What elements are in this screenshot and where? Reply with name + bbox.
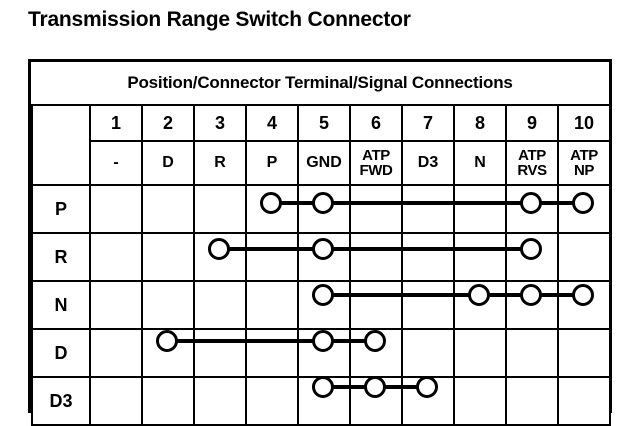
cell-R-4	[245, 232, 299, 282]
cell-R-7	[401, 232, 455, 282]
cell-N-5	[297, 280, 351, 330]
cell-P-3	[193, 184, 247, 234]
position-label-R: R	[31, 232, 91, 282]
cell-N-9	[505, 280, 559, 330]
cell-P-7	[401, 184, 455, 234]
cell-D-7	[401, 328, 455, 378]
terminal-number-10: 10	[557, 104, 611, 142]
cell-P-9	[505, 184, 559, 234]
cell-D3-4	[245, 376, 299, 426]
cell-P-2	[141, 184, 195, 234]
cell-D3-10	[557, 376, 611, 426]
terminal-number-5: 5	[297, 104, 351, 142]
page-title: Transmission Range Switch Connector	[28, 8, 411, 31]
cell-D-1	[89, 328, 143, 378]
table-caption: Position/Connector Terminal/Signal Conne…	[127, 73, 513, 92]
signal-name-terminal-8: N	[453, 140, 507, 186]
terminal-number-7: 7	[401, 104, 455, 142]
cell-R-3	[193, 232, 247, 282]
signal-line-2: NP	[573, 162, 595, 179]
cell-D3-2	[141, 376, 195, 426]
cell-R-9	[505, 232, 559, 282]
cell-N-1	[89, 280, 143, 330]
cell-N-8	[453, 280, 507, 330]
table-row: P	[31, 184, 611, 234]
signal-name-terminal-5: GND	[297, 140, 351, 186]
terminal-number-4: 4	[245, 104, 299, 142]
cell-P-10	[557, 184, 611, 234]
table-row: N	[31, 280, 611, 330]
position-label-D: D	[31, 328, 91, 378]
cell-N-3	[193, 280, 247, 330]
cell-D-8	[453, 328, 507, 378]
position-label-D3: D3	[31, 376, 91, 426]
cell-D-5	[297, 328, 351, 378]
table-row: R	[31, 232, 611, 282]
corner-blank-top	[31, 104, 91, 186]
terminal-number-1: 1	[89, 104, 143, 142]
cell-D3-3	[193, 376, 247, 426]
terminal-number-9: 9	[505, 104, 559, 142]
signal-line-1: ATP	[518, 147, 546, 164]
cell-R-1	[89, 232, 143, 282]
cell-D3-8	[453, 376, 507, 426]
cell-D3-9	[505, 376, 559, 426]
terminal-number-3: 3	[193, 104, 247, 142]
terminal-number-6: 6	[349, 104, 403, 142]
cell-P-6	[349, 184, 403, 234]
cell-N-6	[349, 280, 403, 330]
signal-name-terminal-2: D	[141, 140, 195, 186]
terminal-number-2: 2	[141, 104, 195, 142]
cell-D-3	[193, 328, 247, 378]
cell-R-5	[297, 232, 351, 282]
signal-name-terminal-7: D3	[401, 140, 455, 186]
position-label-N: N	[31, 280, 91, 330]
cell-R-2	[141, 232, 195, 282]
cell-D-6	[349, 328, 403, 378]
cell-P-5	[297, 184, 351, 234]
signal-line-1: ATP	[362, 147, 390, 164]
cell-D3-7	[401, 376, 455, 426]
cell-R-6	[349, 232, 403, 282]
cell-D-9	[505, 328, 559, 378]
transmission-range-switch-table: Position/Connector Terminal/Signal Conne…	[28, 59, 612, 426]
position-label-P: P	[31, 184, 91, 234]
cell-D3-6	[349, 376, 403, 426]
signal-line-2: RVS	[517, 162, 547, 179]
table-row: D	[31, 328, 611, 378]
cell-N-2	[141, 280, 195, 330]
cell-D3-1	[89, 376, 143, 426]
cell-P-4	[245, 184, 299, 234]
cell-D3-5	[297, 376, 351, 426]
signal-line-2: FWD	[359, 162, 393, 179]
signal-line-1: ATP	[570, 147, 598, 164]
terminal-number-8: 8	[453, 104, 507, 142]
cell-R-10	[557, 232, 611, 282]
cell-N-10	[557, 280, 611, 330]
cell-R-8	[453, 232, 507, 282]
cell-D-10	[557, 328, 611, 378]
table-row: D3	[31, 376, 611, 426]
signal-name-terminal-3: R	[193, 140, 247, 186]
cell-P-1	[89, 184, 143, 234]
cell-P-8	[453, 184, 507, 234]
cell-N-7	[401, 280, 455, 330]
signal-name-terminal-4: P	[245, 140, 299, 186]
cell-N-4	[245, 280, 299, 330]
cell-D-4	[245, 328, 299, 378]
signal-name-terminal-1: -	[89, 140, 143, 186]
cell-D-2	[141, 328, 195, 378]
